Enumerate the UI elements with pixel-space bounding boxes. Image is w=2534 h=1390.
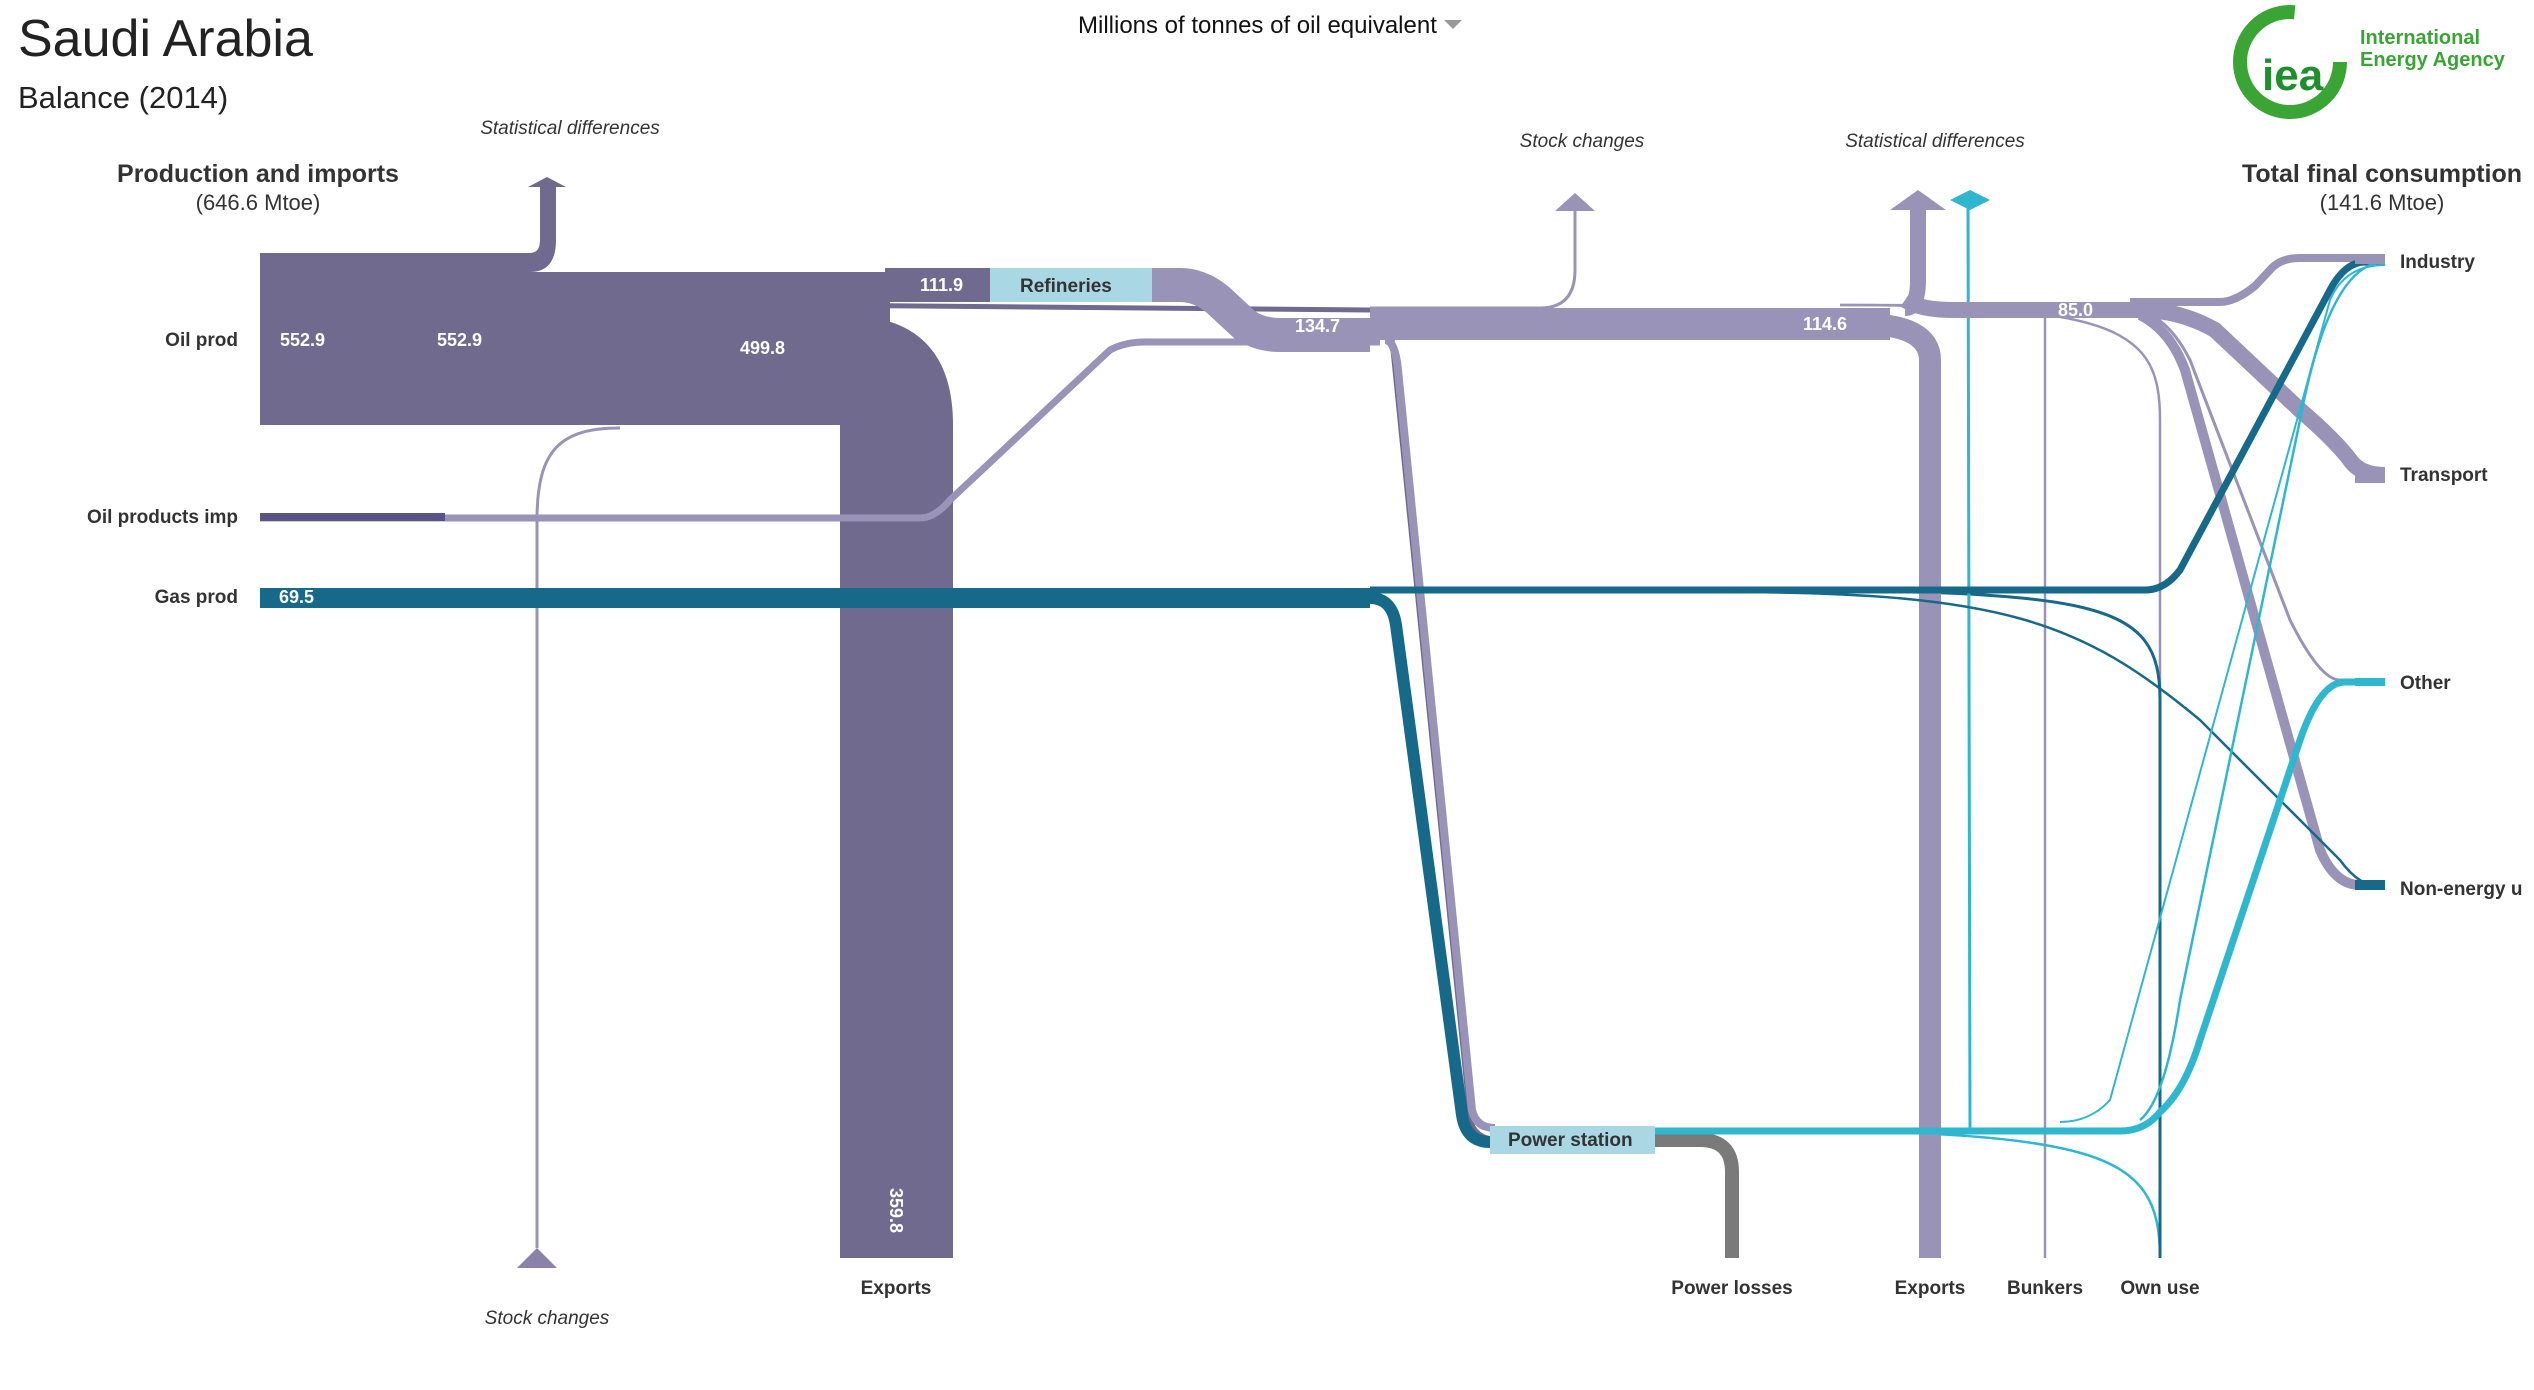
- sink-power-losses-label: Power losses: [1671, 1278, 1792, 1299]
- flow-gas-power: [1369, 592, 1491, 1148]
- flow-elec-other: [1655, 678, 2385, 1135]
- stock-changes-up-arrow: [1555, 193, 1595, 211]
- unit-selector[interactable]: Millions of tonnes of oil equivalent: [1078, 12, 1462, 39]
- left-column-total: (646.6 Mtoe): [196, 190, 321, 215]
- stat-diff-right-up-arrow: [1890, 190, 1946, 210]
- stock-changes-top-label: Stock changes: [1520, 131, 1645, 152]
- sink-marker-other: [2355, 678, 2385, 686]
- sink-bunkers-label: Bunkers: [2007, 1278, 2083, 1299]
- source-gas-prod-label: Gas prod: [155, 587, 238, 608]
- flow-oil-transport: [2139, 302, 2386, 483]
- power-station-label: Power station: [1508, 1130, 1633, 1151]
- flow-gas-non-energy: [1719, 590, 2386, 890]
- iea-logo-line2: Energy Agency: [2360, 49, 2506, 71]
- flow-refinery-output: [1152, 268, 1370, 352]
- value-oil-products-after: 114.6: [1803, 314, 1847, 334]
- value-refineries-in: 111.9: [920, 275, 963, 295]
- sink-marker-industry: [2355, 254, 2385, 264]
- flow-stat-diff-left: [500, 187, 556, 272]
- value-oil-prod-1: 552.9: [280, 330, 325, 350]
- value-oil-products-total: 134.7: [1295, 316, 1340, 336]
- sink-exports-crude-label: Exports: [861, 1278, 932, 1299]
- flow-oil-products-power: [1384, 336, 1496, 1132]
- flow-stock-changes-out: [535, 426, 621, 1248]
- source-oil-products-imp-label: Oil products imp: [87, 507, 238, 528]
- iea-logo-line1: International: [2360, 27, 2480, 49]
- flow-crude-exports: [840, 315, 953, 1258]
- sink-marker-non-energy: [2355, 880, 2385, 890]
- node-refineries: [990, 268, 1152, 302]
- iea-logo: iea International Energy Agency: [2233, 5, 2506, 119]
- flow-oil-other: [2139, 308, 2385, 682]
- sink-non-energy-label: Non-energy u: [2400, 879, 2522, 900]
- value-tfc-oil: 85.0: [2058, 300, 2093, 320]
- stat-diff-right-elec-marker: [1950, 190, 1990, 210]
- flow-elec-industry: [2139, 260, 2386, 1121]
- value-oil-after-stat: 499.8: [740, 338, 785, 358]
- flow-oil-to-tfc: [1900, 293, 2140, 318]
- flow-stock-changes-top: [1370, 210, 1577, 310]
- unit-selector-label[interactable]: Millions of tonnes of oil equivalent: [1078, 12, 1437, 39]
- source-oil-prod-label: Oil prod: [165, 330, 238, 351]
- flow-oil-products-pool: [1370, 308, 1890, 340]
- stat-diff-left-label: Statistical differences: [480, 118, 660, 139]
- flow-power-losses: [1655, 1133, 1739, 1258]
- flow-stat-diff-right: [1903, 208, 1926, 316]
- flow-oil-non-energy: [2137, 310, 2385, 890]
- sink-own-use-label: Own use: [2120, 1278, 2199, 1299]
- chevron-down-icon[interactable]: [1444, 20, 1462, 29]
- right-column-title: Total final consumption: [2242, 160, 2522, 188]
- page-title: Saudi Arabia: [18, 10, 313, 68]
- left-column-title: Production and imports: [117, 160, 399, 188]
- stock-changes-down-arrow: [517, 1248, 557, 1268]
- sink-transport-label: Transport: [2400, 465, 2488, 486]
- flow-elec-stat-diff: [1966, 192, 1972, 1131]
- flow-oil-industry: [2130, 254, 2385, 306]
- stat-diff-right-label: Statistical differences: [1845, 131, 2025, 152]
- sink-other-label: Other: [2400, 673, 2451, 694]
- flow-oil-bunkers: [1839, 303, 2047, 1258]
- iea-logo-ring: [2233, 5, 2347, 119]
- flow-oil-products-exports: [1859, 313, 1941, 1258]
- iea-logo-mark: iea: [2262, 51, 2324, 100]
- node-oil-prod: [260, 253, 500, 425]
- sink-marker-transport: [2355, 467, 2385, 483]
- right-column-total: (141.6 Mtoe): [2320, 190, 2445, 215]
- page-subtitle: Balance (2014): [18, 80, 228, 115]
- flow-oil-prod-after-stat: [500, 272, 722, 425]
- refineries-input-bar: [885, 268, 990, 302]
- sink-exports-products-label: Exports: [1895, 1278, 1966, 1299]
- value-exports-crude: 359.8: [886, 1188, 906, 1233]
- stock-changes-bottom-label: Stock changes: [485, 1308, 610, 1329]
- value-oil-prod-2: 552.9: [437, 330, 482, 350]
- stat-diff-up-arrow: [528, 177, 566, 187]
- node-oil-products-imp: [260, 513, 445, 521]
- value-gas-prod: 69.5: [279, 587, 314, 607]
- sink-industry-label: Industry: [2400, 252, 2475, 273]
- flow-elec-transport: [2059, 264, 2386, 1123]
- node-gas-prod: [260, 588, 440, 608]
- refineries-label: Refineries: [1020, 276, 1112, 297]
- node-power-station: [1490, 1126, 1655, 1154]
- flow-gas-prod: [260, 588, 1370, 608]
- flow-oil-products-imp: [260, 338, 1380, 522]
- flow-oil-own-use: [1839, 303, 2162, 1258]
